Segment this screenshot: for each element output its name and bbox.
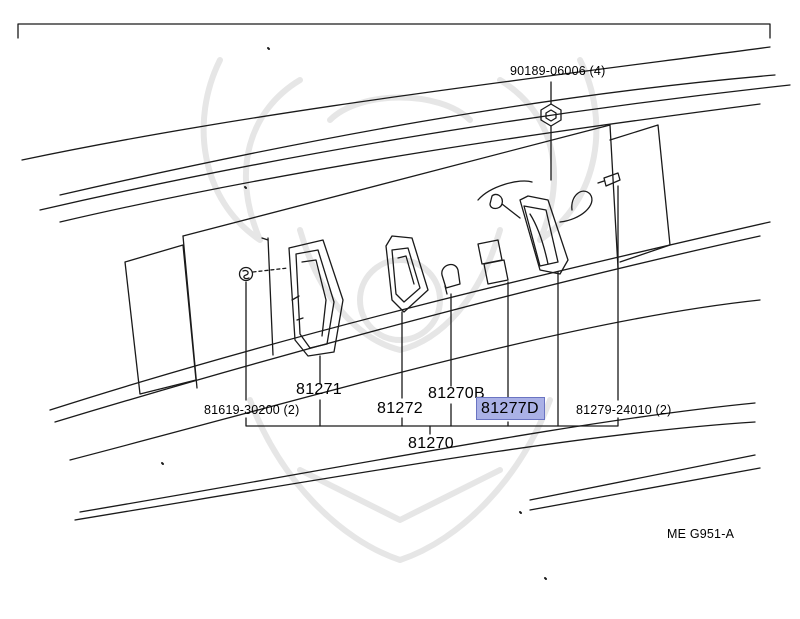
housing-part: [385, 235, 429, 313]
frame-bracket: [17, 23, 771, 39]
socket-part: [477, 180, 593, 285]
label-assembly-81270: 81270: [408, 435, 454, 452]
assembly-bracket: [245, 399, 619, 435]
license-garnish: [124, 124, 671, 395]
body-panel-lines: [21, 46, 791, 521]
lens-part: [288, 239, 344, 357]
screw-left-part: [238, 266, 289, 282]
label-socket-81277d[interactable]: 81277D: [476, 397, 545, 420]
label-housing-81272: 81272: [377, 400, 423, 417]
print-specks: [161, 47, 547, 580]
label-lens-81271: 81271: [296, 381, 342, 398]
diagram-code: ME G951-A: [667, 527, 735, 541]
bulb-part: [441, 263, 461, 295]
label-nut-90189: 90189-06006 (4): [510, 64, 606, 78]
label-bulb-81270b: 81270B: [428, 385, 485, 402]
leader-lines: [245, 81, 619, 427]
label-screw-81279: 81279-24010 (2): [576, 403, 672, 417]
screw-right-part: [597, 172, 621, 187]
label-screw-81619: 81619-30200 (2): [204, 403, 300, 417]
